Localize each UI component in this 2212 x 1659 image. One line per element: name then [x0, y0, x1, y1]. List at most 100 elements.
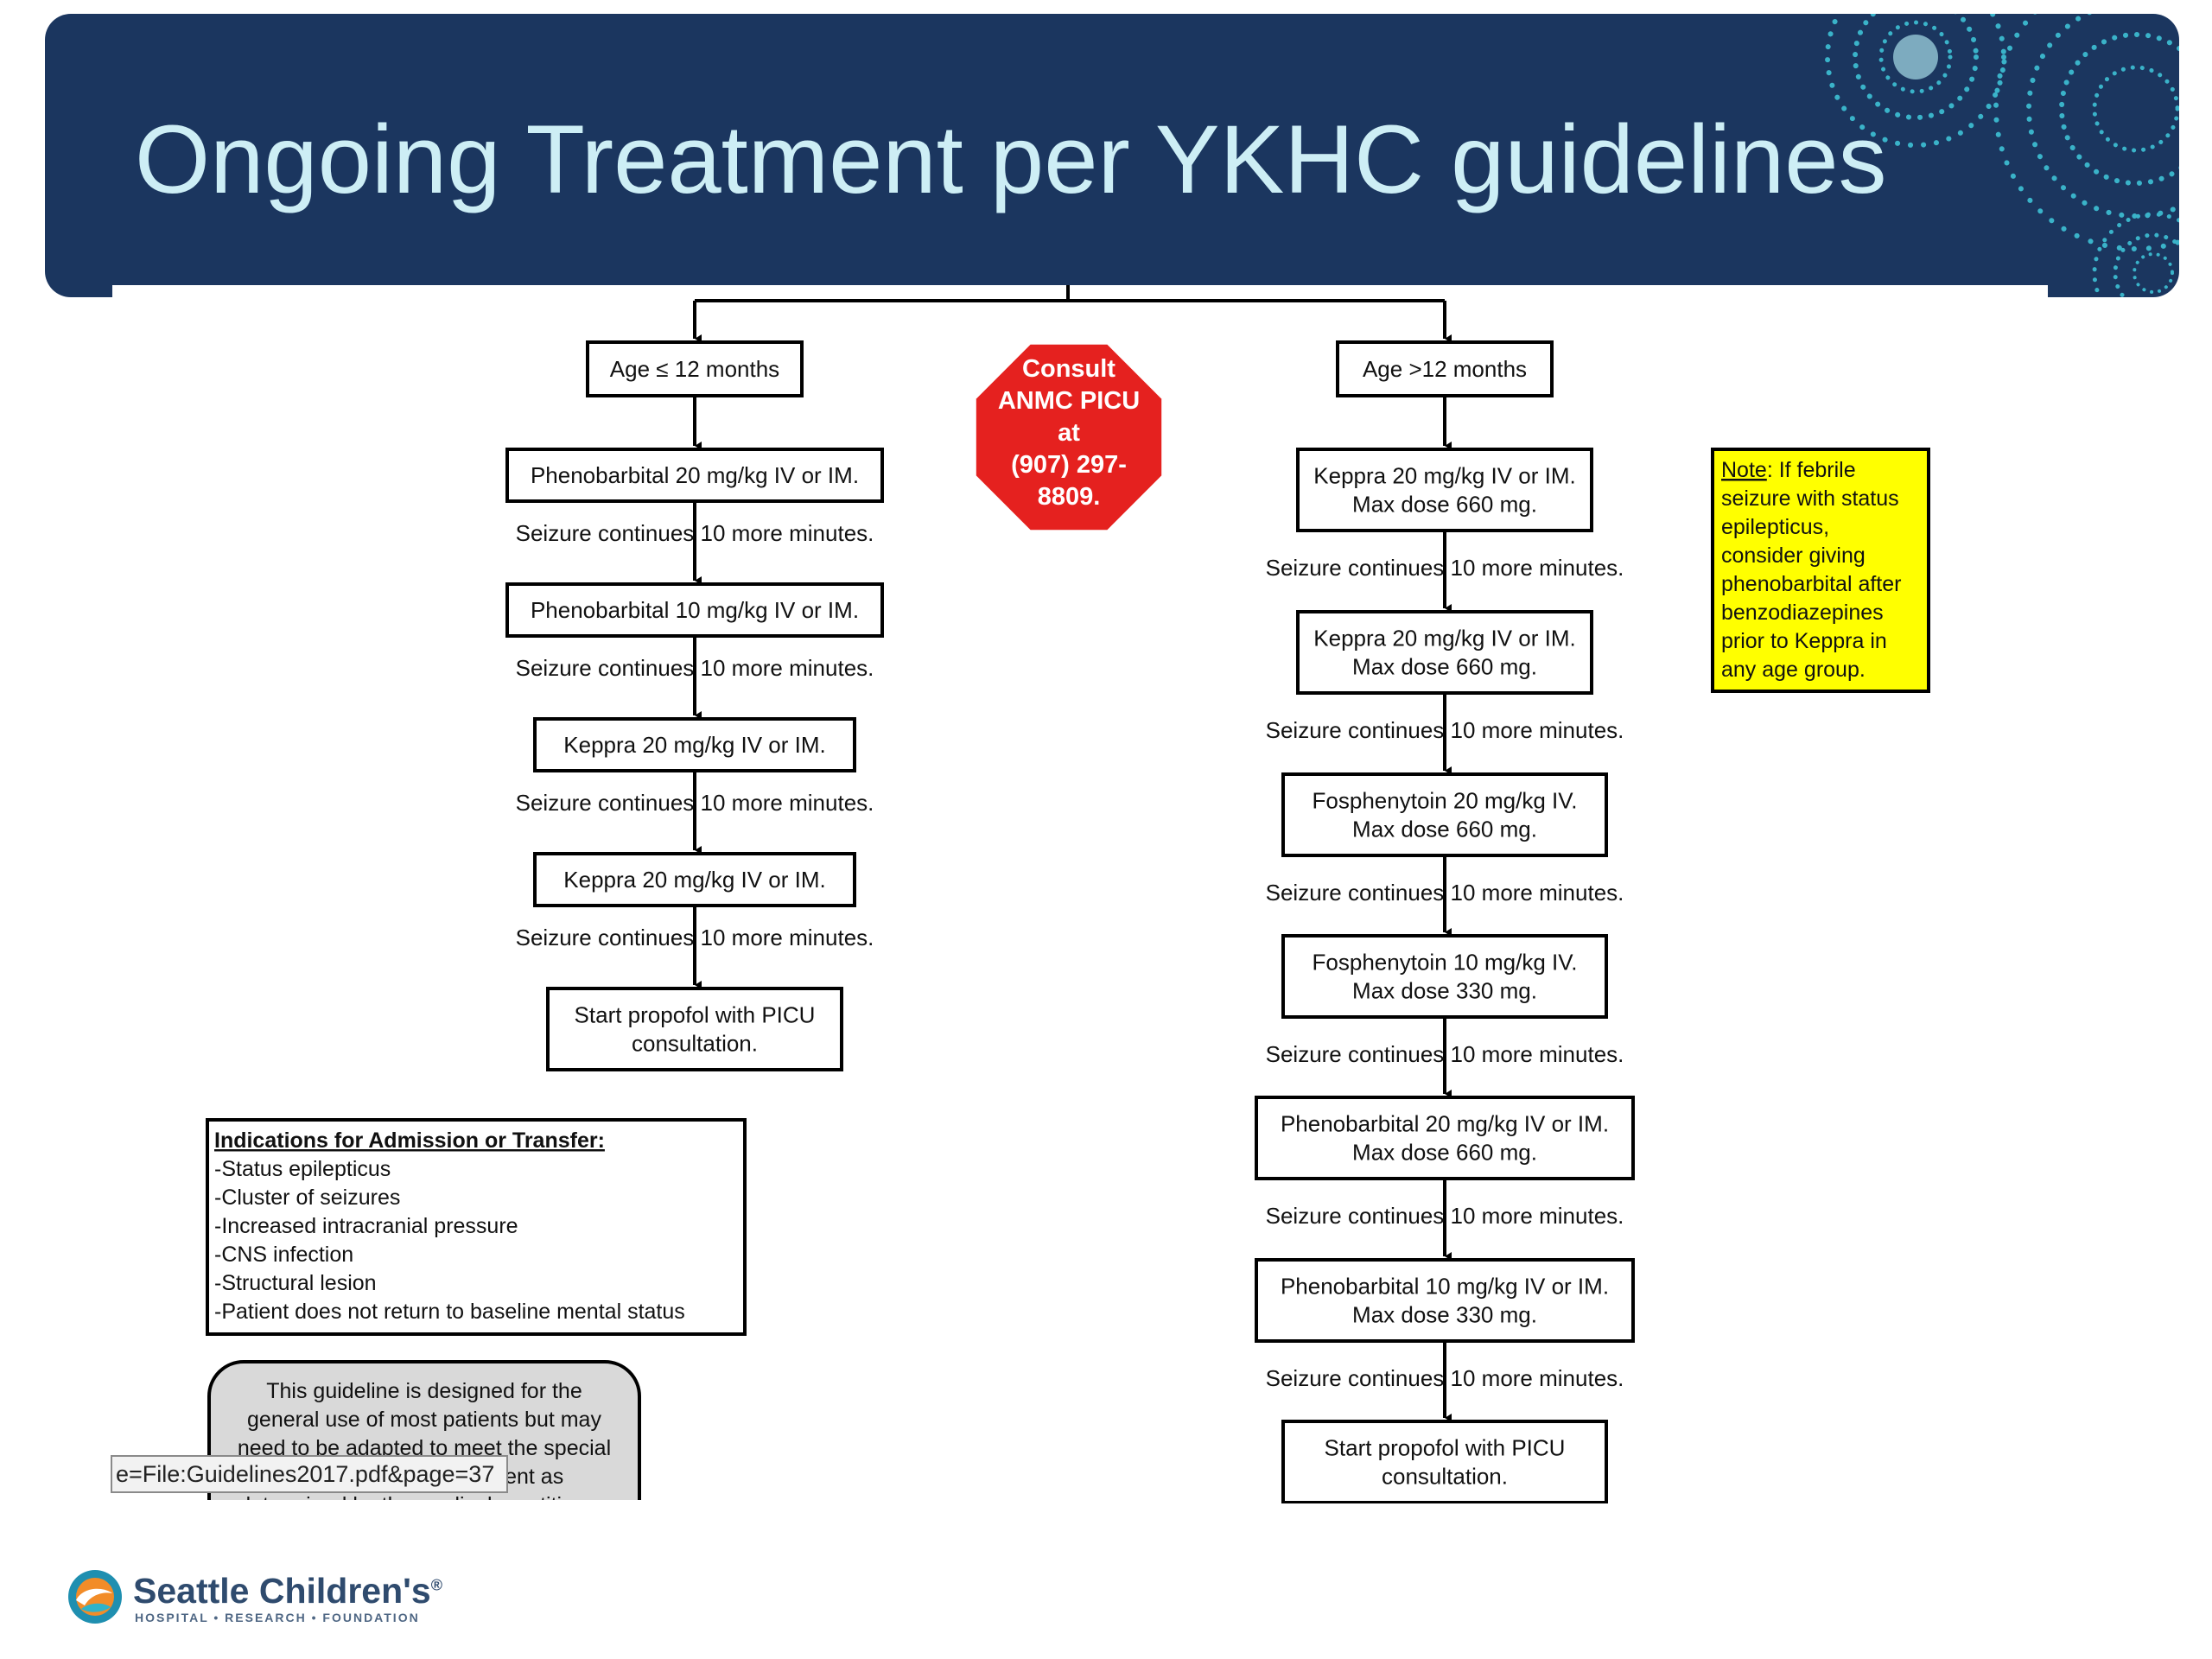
logo-tagline: HOSPITAL • RESEARCH • FOUNDATION — [135, 1611, 420, 1624]
indications-item: -Patient does not return to baseline men… — [214, 1300, 685, 1324]
indications-item: -Status epilepticus — [214, 1157, 391, 1181]
logo-wordmark: Seattle Children's® — [133, 1571, 442, 1611]
right-age-box-text: Age >12 months — [1363, 356, 1527, 382]
left-step-box: Keppra 20 mg/kg IV or IM. — [533, 717, 856, 772]
left-connector-label: Seizure continues 10 more minutes. — [516, 925, 874, 950]
slide-title: Ongoing Treatment per YKHC guidelines — [135, 105, 1887, 213]
left-step-box-text: Phenobarbital 20 mg/kg IV or IM. — [531, 462, 859, 488]
indications-box: Indications for Admission or Transfer: -S… — [206, 1118, 747, 1336]
left-age-box-text: Age ≤ 12 months — [610, 356, 779, 382]
seattle-childrens-logo-icon — [68, 1570, 122, 1624]
stop-sign-shape — [976, 344, 1162, 531]
note-text: phenobarbital after — [1721, 572, 1901, 596]
right-connector-label: Seizure continues 10 more minutes. — [1266, 1041, 1624, 1067]
right-step-box: Phenobarbital 20 mg/kg IV or IM. Max dose… — [1255, 1096, 1635, 1180]
right-step-box: Keppra 20 mg/kg IV or IM. Max dose 660 mg… — [1296, 448, 1593, 532]
consult-text: at — [1058, 419, 1080, 447]
note-text: consider giving — [1721, 543, 1866, 568]
note-text: Note: If febrile — [1721, 458, 1856, 482]
left-step-box: Phenobarbital 10 mg/kg IV or IM. — [505, 582, 884, 638]
right-step-box-frame — [1281, 1420, 1608, 1503]
febrile-note: Note: If febrile seizure with status epile… — [1711, 448, 1930, 693]
right-step-box: Fosphenytoin 10 mg/kg IV.Max dose 330 mg… — [1281, 934, 1608, 1019]
right-step-box-text: Max dose 660 mg. — [1352, 654, 1537, 680]
right-connector-label: Seizure continues 10 more minutes. — [1266, 1203, 1624, 1229]
left-step-box-text: consultation. — [632, 1031, 758, 1057]
left-step-box-frame — [533, 717, 856, 772]
disclaimer-text: general use of most patients but may — [247, 1408, 601, 1432]
left-step-box-frame — [533, 852, 856, 907]
right-step-box-text: Start propofol with PICU — [1325, 1435, 1566, 1461]
right-age-box: Age >12 months — [1336, 340, 1554, 397]
left-step-box-frame — [546, 987, 843, 1071]
right-step-box-text: Phenobarbital 20 mg/kg IV or IM. — [1281, 1111, 1609, 1137]
left-step-box: Keppra 20 mg/kg IV or IM. — [533, 852, 856, 907]
left-age-box-frame — [586, 340, 804, 397]
right-step-box-text: Max dose 330 mg. — [1352, 978, 1537, 1004]
right-connector-label: Seizure continues 10 more minutes. — [1266, 880, 1624, 906]
left-step-box-frame — [505, 582, 884, 638]
right-step-box-text: Max dose 660 mg. — [1352, 492, 1537, 518]
right-step-box-frame — [1281, 772, 1608, 857]
disclaimer-text: determined by the medical practitioner. — [238, 1493, 609, 1503]
flow-edges — [693, 285, 1452, 1422]
consult-text: ANMC PICU — [998, 387, 1140, 415]
consult-text: (907) 297- — [1011, 451, 1127, 479]
consult-text: Consult — [1022, 355, 1116, 383]
note-text: prior to Keppra in — [1721, 629, 1887, 653]
left-connector-label: Seizure continues 10 more minutes. — [516, 790, 874, 816]
indications-item: -CNS infection — [214, 1243, 353, 1267]
left-step-box-text: Keppra 20 mg/kg IV or IM. — [563, 732, 825, 758]
indications-heading: Indications for Admission or Transfer: — [214, 1128, 605, 1153]
consult-text: 8809. — [1038, 483, 1101, 511]
right-step-box-text: consultation. — [1382, 1464, 1508, 1490]
right-step-box-frame — [1296, 610, 1593, 695]
right-connector-label: Seizure continues 10 more minutes. — [1266, 717, 1624, 743]
right-step-box-text: Phenobarbital 10 mg/kg IV or IM. — [1281, 1274, 1609, 1300]
right-step-box: Fosphenytoin 20 mg/kg IV. Max dose 660 mg… — [1281, 772, 1608, 857]
right-step-box-text: Fosphenytoin 20 mg/kg IV. — [1313, 788, 1578, 814]
left-step-box-frame — [505, 448, 884, 503]
right-step-box-text: Keppra 20 mg/kg IV or IM. — [1313, 463, 1575, 489]
right-step-box-frame — [1255, 1096, 1635, 1180]
left-step-box: Start propofol with PICU consultation. — [546, 987, 843, 1071]
right-step-box: Phenobarbital 10 mg/kg IV or IM.Max dose… — [1255, 1258, 1635, 1343]
note-text: epilepticus, — [1721, 515, 1829, 539]
right-step-box-text: Max dose 660 mg. — [1352, 1140, 1537, 1166]
left-step-box-text: Keppra 20 mg/kg IV or IM. — [563, 867, 825, 893]
right-step-box-text: Fosphenytoin 10 mg/kg IV. — [1313, 950, 1578, 976]
note-frame — [1711, 448, 1930, 693]
right-step-box: Start propofol with PICU consultation. — [1281, 1420, 1608, 1503]
right-step-box-text: Max dose 330 mg. — [1352, 1302, 1537, 1328]
note-text: benzodiazepines — [1721, 601, 1884, 625]
left-connector-label: Seizure continues 10 more minutes. — [516, 520, 874, 546]
right-step-box-text: Keppra 20 mg/kg IV or IM. — [1313, 626, 1575, 652]
disclaimer-text: This guideline is designed for the — [266, 1379, 582, 1403]
right-step-box-frame — [1296, 448, 1593, 532]
right-step-box-frame — [1281, 934, 1608, 1019]
slide-header: Ongoing Treatment per YKHC guidelines — [45, 14, 2179, 297]
right-connector-label: Seizure continues 10 more minutes. — [1266, 555, 1624, 581]
right-step-box-frame — [1255, 1258, 1635, 1343]
link-status-tooltip: e=File:Guidelines2017.pdf&page=37 — [111, 1455, 509, 1493]
indications-item: -Cluster of seizures — [214, 1185, 400, 1210]
right-step-box-text: Max dose 660 mg. — [1352, 817, 1537, 842]
note-text: seizure with status — [1721, 486, 1899, 511]
left-connector-label: Seizure continues 10 more minutes. — [516, 655, 874, 681]
indications-item: -Structural lesion — [214, 1271, 377, 1295]
right-age-box-frame — [1336, 340, 1554, 397]
indications-item: -Increased intracranial pressure — [214, 1214, 518, 1238]
note-text: any age group. — [1721, 658, 1866, 682]
right-step-box: Keppra 20 mg/kg IV or IM.Max dose 660 mg… — [1296, 610, 1593, 695]
left-age-box: Age ≤ 12 months — [586, 340, 804, 397]
right-connector-label: Seizure continues 10 more minutes. — [1266, 1365, 1624, 1391]
indications-frame — [206, 1118, 747, 1336]
concentric-dots-decoration — [1825, 14, 2179, 297]
left-step-box-text: Start propofol with PICU — [575, 1002, 816, 1028]
left-step-box: Phenobarbital 20 mg/kg IV or IM. — [505, 448, 884, 503]
left-step-box-text: Phenobarbital 10 mg/kg IV or IM. — [531, 597, 859, 623]
